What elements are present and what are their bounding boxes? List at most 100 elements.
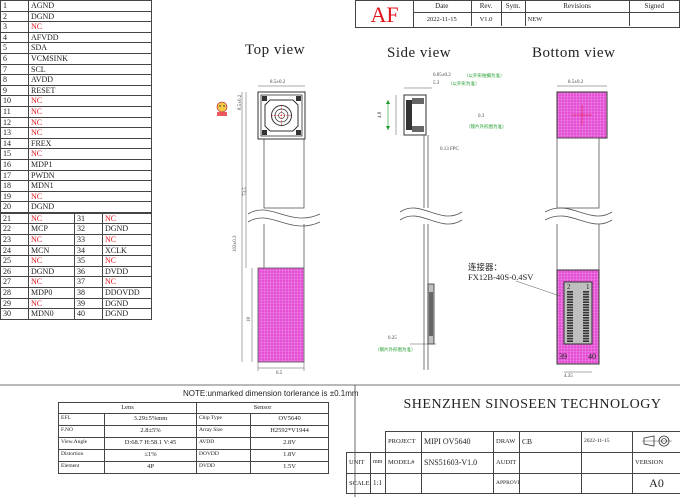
- bottom-view-drawing: [515, 85, 613, 373]
- dim-total-len: 102±0.3: [233, 235, 238, 253]
- spec-value: 2.8V: [250, 436, 330, 450]
- project-value: MIPI OV5640: [421, 431, 494, 453]
- pin-signal: DVDD: [102, 265, 152, 278]
- size-value: A0: [632, 473, 680, 494]
- connector-pin: [583, 335, 589, 337]
- dim-side-fpc: 0.13 FPC: [440, 147, 459, 152]
- connector-pin: [567, 311, 573, 314]
- approve-label: APPROVE: [493, 473, 520, 494]
- connector-pin: [583, 332, 589, 335]
- spec-key: F.NO: [58, 424, 105, 438]
- scale-label: SCALE: [346, 473, 371, 494]
- projection-symbol: [632, 431, 680, 453]
- spec-key: View.Angle: [58, 436, 105, 450]
- side-view-title: Side view: [387, 45, 452, 61]
- top-stiffener: [257, 267, 305, 363]
- connector-pin: [567, 298, 573, 301]
- pin-signal: DGND: [102, 308, 152, 320]
- connector-pin: [583, 311, 589, 314]
- connector-pin: [583, 306, 589, 309]
- pin-signal: DGND: [28, 10, 152, 23]
- connector-pin: [567, 293, 573, 296]
- pin-signal: DGND: [28, 201, 152, 213]
- side-view-drawing: [386, 87, 463, 370]
- bottom-view-title: Bottom view: [532, 45, 616, 61]
- projection-icon: [641, 435, 672, 447]
- dim-conn-width: 4.35: [564, 374, 573, 379]
- spec-value: 3.29±5%mm: [103, 412, 198, 426]
- model-label: MODEL#: [385, 452, 422, 474]
- pin-signal: NC: [102, 276, 152, 289]
- scale-value: 1:1: [370, 473, 386, 494]
- top-break-wave-2: [247, 217, 321, 227]
- dim-top-width: 8.5±0.2: [270, 80, 286, 85]
- connector-pin: [567, 340, 573, 342]
- connector-pin: [567, 317, 573, 319]
- connector-pin: [567, 335, 573, 337]
- connector-pin: [583, 319, 589, 322]
- connector-pin: [583, 340, 589, 342]
- connector-pin: [567, 324, 573, 327]
- spec-value: 1.8V: [250, 448, 330, 462]
- dim-side-stiff: 0.25: [388, 336, 397, 341]
- dim-side-h: 4.8: [378, 111, 383, 118]
- spec-key: Chip Type: [196, 412, 252, 426]
- connector-pin: [567, 309, 573, 311]
- draw-value: CB: [519, 431, 582, 453]
- spec-value: D:68.7 H:58.1 V:45: [103, 436, 198, 450]
- connector-pin: [583, 327, 589, 329]
- pin-signal: NC: [28, 21, 152, 33]
- connector-pin: [583, 330, 589, 332]
- draw-date: 2022-11-15: [581, 431, 633, 453]
- connector-pin: [583, 317, 589, 319]
- pin-signal: DGND: [102, 297, 152, 310]
- connector-pin: [567, 330, 573, 332]
- connector-pin: [567, 306, 573, 309]
- connector-pin: [567, 322, 573, 324]
- connector-pin: [583, 324, 589, 327]
- connector-pin: [567, 332, 573, 335]
- spec-value: 1.5V: [250, 460, 330, 474]
- spec-value: 2.8±5%: [103, 424, 198, 438]
- side-note-1: （以外形拍摄为准）: [464, 73, 505, 78]
- lens-header: Lens: [57, 402, 198, 414]
- top-break-wave-1: [247, 209, 321, 219]
- top-flex-upper: [263, 137, 305, 209]
- spec-key: EFL: [58, 412, 105, 426]
- connector-pin: [583, 296, 589, 298]
- spec-key: DVDD: [196, 460, 252, 474]
- conn-pin-2: 2: [567, 283, 571, 291]
- spec-value: 4P: [103, 460, 198, 474]
- draw-label: DRAW: [493, 431, 520, 453]
- connector-pin: [583, 293, 589, 296]
- rev-signed: [628, 12, 679, 26]
- spec-key: Distortion: [58, 448, 105, 462]
- connector-pin: [583, 322, 589, 324]
- title-table: PROJECT MIPI OV5640 DRAW CB 2022-11-15 M…: [385, 431, 680, 494]
- company-name: SHENZHEN SINOSEEN TECHNOLOGY: [403, 397, 662, 412]
- connector-pin: [583, 301, 589, 303]
- title-block: SHENZHEN SINOSEEN TECHNOLOGY PROJECT MIP…: [385, 393, 680, 497]
- spec-key: Array Size: [196, 424, 252, 438]
- connector-pin: [567, 337, 573, 340]
- orientation-mark-icon: [216, 101, 228, 113]
- connector-pin: [567, 291, 573, 293]
- conn-pin-1: 1: [586, 283, 590, 291]
- spec-key: Element: [58, 460, 105, 474]
- revision-table: Date Rev. Sym. Revisions Signed 2022-11-…: [413, 1, 679, 26]
- pin-signal: NC: [102, 255, 152, 267]
- project-label: PROJECT: [385, 431, 422, 453]
- dim-bottom-width: 8.5±0.2: [568, 80, 584, 85]
- top-view-drawing: [216, 85, 321, 371]
